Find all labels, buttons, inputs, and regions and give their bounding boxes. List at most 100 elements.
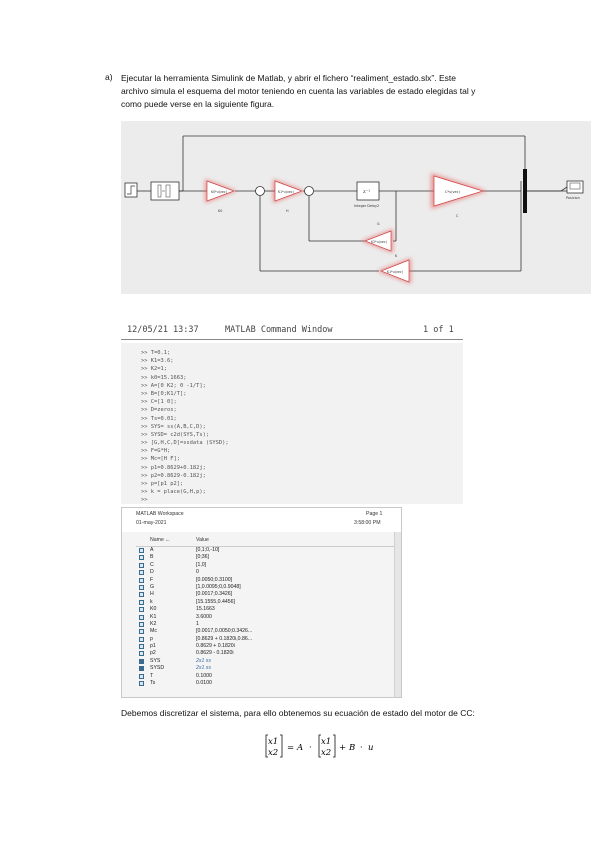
- workspace-header: MATLAB Workspace 01-may-2021 Page 1 3:58…: [122, 508, 401, 532]
- workspace-panel: MATLAB Workspace 01-may-2021 Page 1 3:58…: [121, 507, 402, 698]
- mux-block[interactable]: [523, 169, 527, 213]
- matrix-icon: [139, 599, 144, 605]
- gain-k0[interactable]: K0*u(vec) K0: [205, 179, 237, 213]
- svg-text:=: =: [287, 743, 294, 753]
- gain-c[interactable]: C*u(vec) C: [431, 173, 487, 218]
- scope-label: Posicion: [566, 196, 580, 200]
- variable-name: Mc: [150, 628, 157, 635]
- command-line: >> Ts=0.01;: [141, 415, 177, 422]
- workspace-title: MATLAB Workspace: [136, 511, 184, 517]
- integer-delay-label: Integer Delay2: [354, 204, 379, 208]
- eq-a: A: [296, 743, 303, 753]
- simulink-diagram: K0*u(vec) K0 K1*u(vec) H z⁻¹ Integer Del…: [121, 121, 591, 294]
- command-line: >> SYS= ss(A,B,C,D);: [141, 423, 206, 430]
- matrix-icon: [139, 681, 144, 687]
- workspace-row[interactable]: B [0;36]: [136, 554, 398, 561]
- workspace-row[interactable]: p1 0.8629 + 0.1820i: [136, 643, 398, 650]
- variable-value: 0.0100: [196, 680, 212, 687]
- column-header-name[interactable]: Name ←: [150, 537, 171, 543]
- gain-g[interactable]: K2*u(vec) G: [361, 222, 393, 253]
- workspace-row[interactable]: p[0.8629 + 0.1820i,0.86...: [136, 636, 398, 643]
- sum-block-1[interactable]: [255, 186, 265, 196]
- command-line: >> D=zeros;: [141, 407, 177, 414]
- command-line: >> p=[p1 p2];: [141, 481, 184, 487]
- workspace-row[interactable]: A[0,1;0,-10]: [136, 547, 398, 554]
- matrix-icon: [139, 673, 144, 679]
- workspace-row[interactable]: SYS 2x1 ss: [136, 658, 398, 665]
- variable-value: 0.8629 - 0.1820i: [196, 650, 234, 657]
- variable-value: 0.8629 + 0.1820i: [196, 643, 235, 650]
- command-line: >> [G,H,C,D]=ssdata (SYSD);: [141, 440, 229, 447]
- variable-value: 2x1 ss: [196, 657, 211, 664]
- variable-value: [1,0.0095;0,0.9048]: [196, 583, 241, 590]
- gain-c-label: C: [456, 214, 459, 218]
- eq-x1-right: x1: [321, 737, 331, 747]
- variable-value: [0.0017,0.0050;0.3426...: [196, 628, 253, 635]
- workspace-row[interactable]: Ts 0.0100: [136, 680, 398, 687]
- workspace-row[interactable]: Mc [0.0017,0.0050;0.3426...: [136, 628, 398, 635]
- variable-value: [0.8629 + 0.1820i,0.86...: [196, 635, 253, 642]
- variable-name: Ts: [150, 680, 156, 687]
- command-window-date: 12/05/21 13:37: [127, 325, 199, 335]
- variable-name: B: [150, 554, 154, 561]
- matrix-icon: [139, 636, 144, 642]
- workspace-row[interactable]: C[1,0]: [136, 562, 398, 569]
- command-line: >> F=G*H;: [141, 448, 171, 455]
- variable-value: 0: [196, 569, 199, 576]
- workspace-row[interactable]: K1 3.6000: [136, 614, 398, 621]
- workspace-row[interactable]: k[15.1555,0.4456]: [136, 599, 398, 606]
- variable-name: K0: [150, 606, 157, 613]
- variable-value: 15.1663: [196, 606, 215, 613]
- variable-name: D: [150, 569, 154, 576]
- matrix-icon: [139, 592, 144, 598]
- equation-svg: x1 x2 = A · x1 x2 + B · u: [265, 734, 373, 758]
- workspace-row[interactable]: F[0.0050;0.3100]: [136, 577, 398, 584]
- variable-name: K2: [150, 620, 157, 627]
- variable-name: p1: [150, 643, 156, 650]
- variable-value: 3.6000: [196, 613, 212, 620]
- variable-name: SYSD: [150, 665, 165, 672]
- object-icon: [139, 666, 144, 672]
- variable-name: A: [150, 547, 154, 553]
- sum-block-2[interactable]: [304, 186, 314, 196]
- gain-h-label: H: [286, 209, 289, 213]
- signal-lines: [135, 135, 568, 272]
- variable-name: T: [150, 672, 154, 679]
- workspace-row[interactable]: H[0.0017;0.3426]: [136, 591, 398, 598]
- command-line: >> p2=0.8629-0.182j;: [141, 472, 206, 479]
- workspace-row[interactable]: G[1,0.0095;0,0.9048]: [136, 584, 398, 591]
- paragraph-line: archivo simula el esquema del motor teni…: [121, 86, 476, 96]
- eq-x2-right: x2: [321, 748, 331, 758]
- variable-name: p2: [150, 650, 156, 657]
- gain-k1[interactable]: K1*u(vec) H: [273, 179, 305, 213]
- variable-value: [0;36]: [196, 554, 209, 561]
- matrix-icon: [139, 570, 144, 576]
- gain-g-text: K2*u(vec): [371, 240, 387, 244]
- command-line: >> k0=15.1663;: [141, 374, 187, 381]
- command-line: >>: [141, 497, 148, 504]
- workspace-scrollbar[interactable]: [394, 532, 401, 697]
- workspace-row[interactable]: K0 15.1663: [136, 606, 398, 613]
- workspace-table-header: Name ← Value: [136, 537, 398, 547]
- matrix-icon: [139, 621, 144, 627]
- variable-name: k: [150, 598, 153, 605]
- command-line: >> T=0.1;: [141, 350, 171, 356]
- variable-value: [1,0]: [196, 561, 207, 568]
- instruction-paragraph: Ejecutar la herramienta Simulink de Matl…: [121, 72, 521, 111]
- column-header-value[interactable]: Value: [196, 537, 209, 543]
- gain-k[interactable]: K1*u(vec) K: [377, 254, 411, 284]
- command-line: >> K2=1;: [141, 366, 167, 373]
- variable-name: SYS: [150, 657, 161, 664]
- paragraph-line: como puede verse en la siguiente figura.: [121, 99, 275, 109]
- gain-k0-text: K0*u(vec): [211, 190, 227, 194]
- integer-delay-block[interactable]: [356, 181, 380, 201]
- gain-k0-label: K0: [218, 209, 222, 213]
- variable-name: K1: [150, 613, 157, 620]
- eq-u: u: [368, 743, 373, 753]
- matrix-icon: [139, 584, 144, 590]
- workspace-row[interactable]: p2 0.8629 - 0.1820i: [136, 650, 398, 657]
